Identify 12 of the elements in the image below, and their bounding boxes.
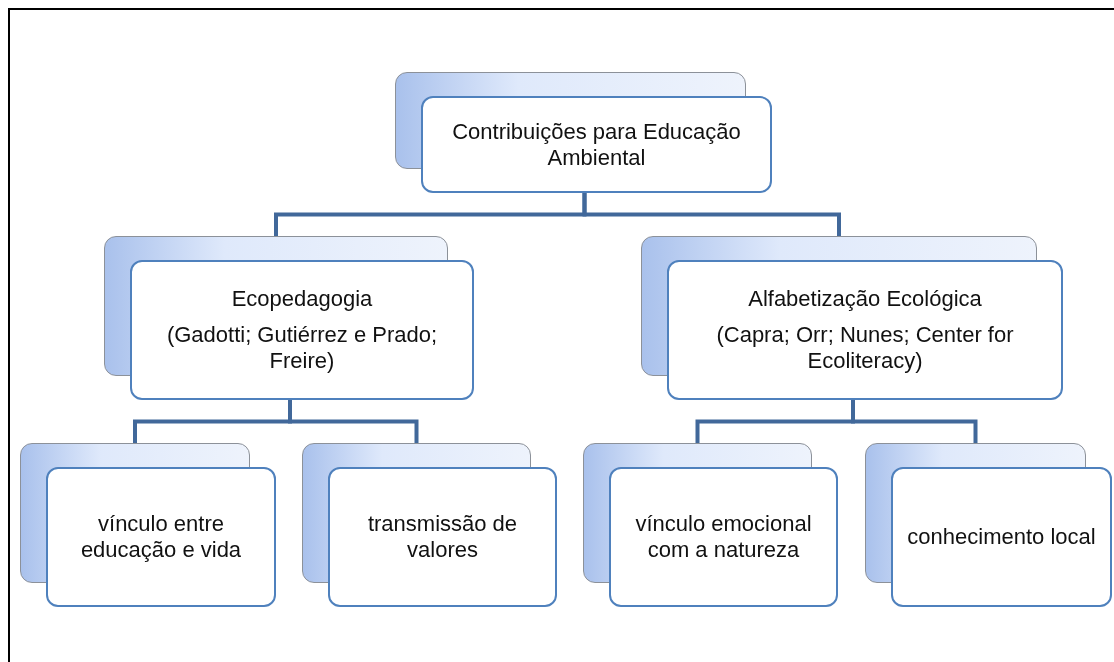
connector-line	[851, 400, 978, 443]
node-title: Ecopedagogia	[231, 286, 373, 312]
connector-line	[288, 400, 419, 443]
node-title: Contribuições para Educação Ambiental	[451, 118, 742, 171]
node-title: vínculo emocional com a natureza	[634, 511, 813, 563]
node-subtitle: (Gadotti; Gutiérrez e Prado; Freire)	[165, 322, 439, 374]
node-title: Alfabetização Ecológica	[748, 286, 982, 312]
node-title: vínculo entre educação e vida	[79, 511, 243, 563]
connector-line	[582, 193, 841, 236]
node-title: conhecimento local	[907, 524, 1096, 550]
node-subtitle: (Capra; Orr; Nunes; Center for Ecoliteracy)	[715, 322, 1015, 374]
node-title: transmissão de valores	[366, 511, 519, 563]
